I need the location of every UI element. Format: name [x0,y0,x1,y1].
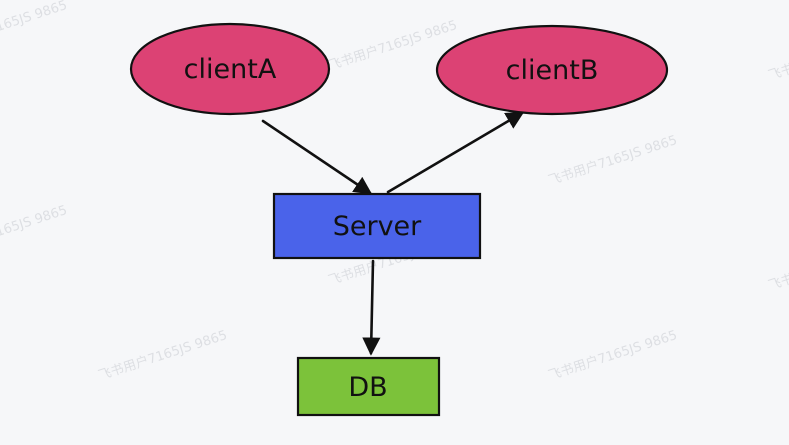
clientA-ellipse [129,22,331,116]
edge-layer [261,111,525,356]
server-label: Server [333,211,422,242]
clientA-label: clientA [184,54,277,85]
watermark-text: 飞书用户7165JS 9865 [766,27,789,84]
db-box [296,356,441,417]
edge-server-to-db [362,259,381,356]
watermark-text: 飞书用户7165JS 9865 [96,327,229,384]
node-clientA[interactable]: clientA [129,22,331,116]
watermark-text: 飞书用户7165JS 9865 [546,327,679,384]
clientB-label: clientB [506,55,599,86]
clientB-ellipse [435,24,669,116]
watermark-layer: 飞书用户7165JS 9865 飞书用户7165JS 9865 飞书用户7165… [0,0,789,384]
node-db[interactable]: DB [296,356,441,417]
node-server[interactable]: Server [272,192,482,260]
edge-clientA-to-server [261,119,373,195]
node-clientB[interactable]: clientB [435,24,669,116]
server-box [272,192,482,260]
watermark-text: 飞书用户7165JS 9865 [546,132,679,189]
watermark-text: 飞书用户7165JS 9865 [766,237,789,294]
watermark-text: 飞书用户7165JS 9865 [0,202,69,259]
watermark-text: 飞书用户7165JS 9865 [0,0,69,54]
db-label: DB [348,372,387,403]
edge-server-to-clientB [386,111,525,194]
